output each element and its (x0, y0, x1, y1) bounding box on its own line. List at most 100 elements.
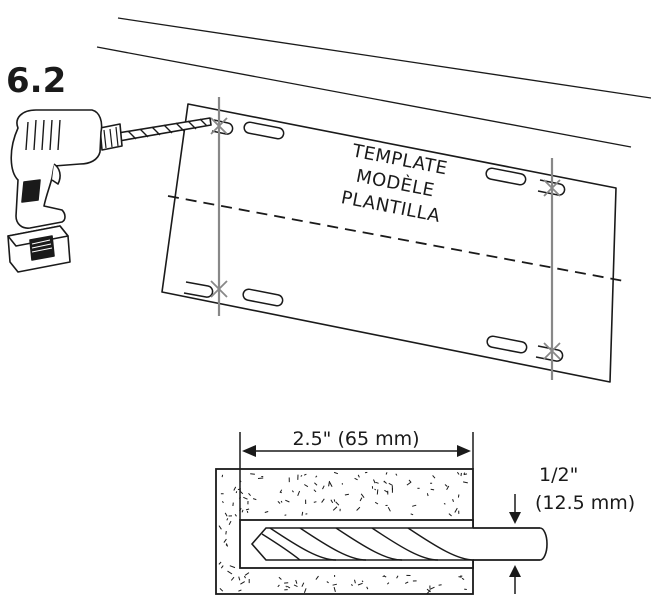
speckle (285, 499, 290, 503)
speckle (301, 511, 304, 516)
speckle (351, 583, 353, 587)
speckle (240, 581, 245, 585)
speckle (452, 499, 454, 502)
speckle (291, 490, 294, 493)
speckle (448, 513, 452, 517)
speckle (235, 491, 238, 494)
speckle (386, 582, 390, 585)
speckle (374, 488, 377, 491)
speckle (218, 561, 222, 565)
speckle (360, 493, 365, 498)
drill-icon (7, 109, 212, 273)
template-center-line (167, 195, 625, 282)
speckle (304, 484, 309, 488)
speckle (301, 582, 305, 587)
speckle (313, 501, 317, 503)
speckle (257, 477, 264, 479)
speckle (376, 489, 379, 495)
slot (243, 121, 285, 140)
speckle (303, 473, 307, 476)
speckle (330, 499, 334, 504)
speckle (286, 585, 291, 589)
speckle (218, 525, 222, 530)
speckle (221, 474, 224, 478)
speckle (375, 481, 379, 484)
speckle (219, 588, 224, 592)
template-sheet: TEMPLATE MODÈLE PLANTILLA (161, 97, 625, 383)
speckle (446, 485, 450, 490)
speckle (225, 544, 228, 547)
diameter-dimension (509, 494, 521, 594)
speckle (284, 514, 287, 516)
speckle (366, 586, 369, 590)
speckle (335, 501, 340, 506)
speckle (243, 496, 248, 500)
depth-label: 2.5" (65 mm) (292, 428, 419, 450)
template-slots (242, 121, 528, 354)
speckle (463, 472, 466, 475)
speckle (357, 582, 363, 586)
speckle (277, 500, 281, 504)
speckle (264, 511, 269, 513)
speckle (354, 579, 356, 584)
speckle (333, 586, 336, 593)
speckle (385, 472, 388, 475)
speckle (279, 489, 283, 493)
speckle (220, 565, 224, 569)
ceiling-lines (96, 17, 651, 148)
speckle (313, 489, 317, 493)
speckle (244, 572, 250, 576)
speckle (230, 576, 235, 581)
plumb-lines (217, 97, 554, 380)
speckle (300, 474, 303, 477)
speckle (429, 586, 435, 590)
speckle (438, 584, 442, 586)
speckle (461, 577, 465, 581)
speckle (322, 485, 325, 490)
speckle (383, 575, 387, 578)
speckle (404, 581, 409, 584)
speckle (223, 538, 227, 543)
slot (485, 167, 527, 186)
speckle (229, 565, 236, 569)
speckle (228, 520, 232, 526)
speckle (354, 477, 358, 481)
step-number: 6.2 (6, 61, 66, 101)
speckle (241, 509, 244, 513)
slot (486, 335, 528, 354)
speckle (432, 475, 436, 479)
speckle (344, 493, 349, 496)
speckle (326, 581, 329, 584)
diameter-label-mm: (12.5 mm) (535, 492, 635, 514)
speckle (443, 503, 446, 505)
speckle (412, 504, 417, 507)
speckle (463, 473, 468, 476)
speckle (332, 583, 338, 586)
speckle (303, 588, 307, 593)
speckle (462, 481, 468, 484)
drill-bit-icon (250, 527, 548, 561)
speckle (406, 481, 412, 486)
speckle (233, 486, 237, 491)
speckle (444, 484, 448, 487)
speckle (227, 570, 233, 575)
speckle (456, 471, 460, 475)
speckle (374, 501, 379, 505)
speckle (426, 493, 429, 497)
speckle (246, 510, 249, 514)
speckle (359, 497, 363, 502)
speckle (285, 585, 288, 588)
speckle (295, 579, 298, 584)
speckle (277, 584, 280, 588)
x-mark-icon (210, 117, 561, 360)
speckle (234, 514, 237, 517)
speckle (321, 498, 325, 503)
speckle (243, 575, 246, 579)
speckle (395, 473, 398, 476)
diameter-label-inch: 1/2" (539, 464, 578, 486)
speckle (314, 482, 318, 486)
wall-section (215, 468, 548, 595)
speckle (224, 512, 228, 517)
speckle (387, 506, 391, 512)
